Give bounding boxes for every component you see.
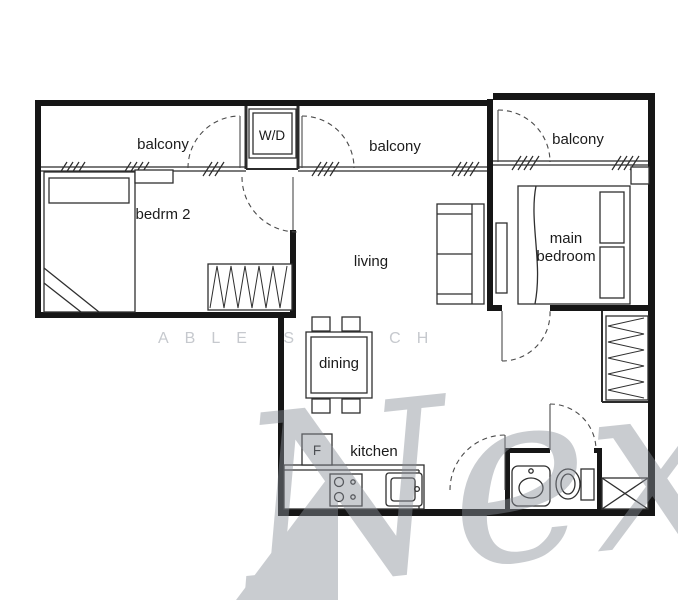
bathroom-vanity [511,465,551,507]
partitions [244,106,648,403]
bedroom2-wardrobe [207,263,293,311]
room-labels: balcony balcony balcony W/D bedrm 2 livi… [135,128,604,460]
dining-set [305,316,373,414]
door-entry [449,434,506,491]
walls [35,93,655,516]
label-dining: dining [319,355,359,372]
label-washer-dryer: W/D [259,128,285,143]
wall-bath-top-a [505,448,550,453]
wall-master-south-b [550,305,649,311]
label-kitchen: kitchen [350,443,398,460]
tv-console [495,222,508,294]
furniture [43,108,650,510]
label-balcony-mid: balcony [369,138,421,155]
stove-hob [329,473,363,507]
label-balcony-left: balcony [137,136,189,153]
wall-bath-right [597,448,602,510]
wall-bottom [278,509,655,516]
wall-master-south-a [493,305,502,311]
wall-bedroom2-right [290,230,296,314]
door-bathroom [549,403,597,451]
wall-left [35,100,41,318]
main-bedroom-bed [517,185,631,305]
nightstand [630,166,650,185]
kitchen-sink [385,472,423,507]
label-bedroom2: bedrm 2 [135,206,190,223]
brand-watermark: Nex [222,319,678,600]
door-main-bedroom [501,310,551,362]
ac-ledge [601,477,649,510]
bedroom2-shelf [134,169,174,184]
label-main-bedroom-2: bedroom [536,248,595,265]
toilet [555,468,595,501]
studio-watermark-text: ABLE SKETCH [158,330,444,347]
railing-hatch-balcony-mid [311,161,480,177]
wall-living-master [487,99,493,311]
living-sofa [436,203,485,305]
fridge-box [301,433,333,466]
bedroom2-bed [43,171,136,313]
label-main-bedroom-1: main [550,230,583,247]
door-balcony-mid [301,115,355,169]
door-balcony-right [497,109,551,163]
washer-dryer-unit [248,108,297,159]
label-fridge: F [313,443,321,458]
wall-right [648,93,655,515]
label-living: living [354,253,388,270]
wall-lower-left [278,315,284,513]
door-bedroom2 [241,176,298,233]
wall-bath-left [505,448,510,510]
wall-bedroom2-bottom [35,312,296,318]
wall-top-right [493,93,655,100]
doors [187,109,597,491]
windows [41,155,648,177]
railing-hatch-balcony-right [511,155,640,171]
brand-watermark-triangle [236,464,338,600]
door-balcony-left [187,115,241,169]
brand-watermark-text: Nex [222,319,678,600]
main-bedroom-wardrobe [605,315,649,401]
wall-top-left [35,100,493,106]
label-balcony-right: balcony [552,131,604,148]
